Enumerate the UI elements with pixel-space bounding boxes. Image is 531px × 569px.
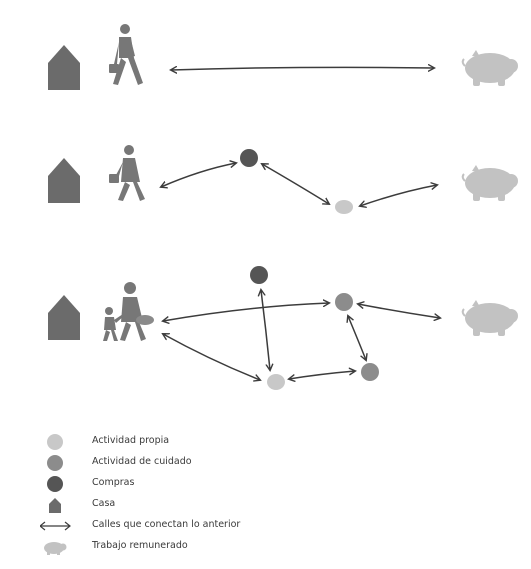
legend-label: Trabajo remunerado (92, 540, 188, 551)
house-icon (48, 45, 80, 90)
connecting-street-arrow (163, 303, 329, 321)
legend-item: Actividad propia (40, 432, 340, 453)
shopping-dot (250, 266, 268, 284)
shopping-dot (240, 149, 258, 167)
connecting-street-arrow (171, 67, 434, 70)
own-activity-dot (267, 374, 285, 390)
legend-label: Compras (92, 477, 135, 488)
care-activity-legend-icon (47, 455, 63, 471)
connecting-street-arrow (360, 185, 437, 206)
row-1-direct-commute (48, 24, 519, 90)
legend-item: Casa (40, 495, 340, 516)
own-activity-dot (335, 200, 353, 214)
legend-label: Calles que conectan lo anterior (92, 519, 241, 530)
caregiver-with-child-icon (103, 282, 154, 341)
connecting-street-arrow (348, 316, 366, 360)
legend-item: Calles que conectan lo anterior (40, 516, 340, 537)
row-3-care-chain (48, 266, 519, 390)
connecting-street-arrow (289, 371, 355, 379)
legend-item: Compras (40, 474, 340, 495)
legend-item: Actividad de cuidado (40, 453, 340, 474)
connecting-street-arrow (261, 290, 270, 370)
connecting-street-arrow (161, 163, 236, 187)
legend-label: Actividad propia (92, 435, 170, 446)
legend-label: Actividad de cuidado (92, 456, 192, 467)
piggy-bank-icon (461, 299, 519, 337)
walking-person-icon (109, 24, 143, 85)
own-activity-legend-icon (47, 434, 63, 450)
piggy-bank-icon (461, 164, 519, 202)
care-activity-dot (361, 363, 379, 381)
piggy-bank-legend-icon (44, 542, 67, 555)
legend: Actividad propia Actividad de cuidado Co… (40, 432, 340, 558)
house-icon (48, 158, 80, 203)
connecting-street-arrow (358, 304, 440, 318)
legend-item: Trabajo remunerado (40, 537, 340, 558)
legend-label: Casa (92, 498, 116, 509)
connecting-street-arrow (163, 334, 260, 380)
house-legend-icon (49, 498, 61, 513)
care-activity-dot (335, 293, 353, 311)
arrow-legend-icon (40, 521, 71, 531)
house-icon (48, 295, 80, 340)
piggy-bank-icon (461, 49, 519, 87)
row-2-commute-with-stops (48, 145, 519, 214)
connecting-street-arrow (262, 164, 329, 204)
shopping-legend-icon (47, 476, 63, 492)
person-with-bag-icon (109, 145, 145, 201)
